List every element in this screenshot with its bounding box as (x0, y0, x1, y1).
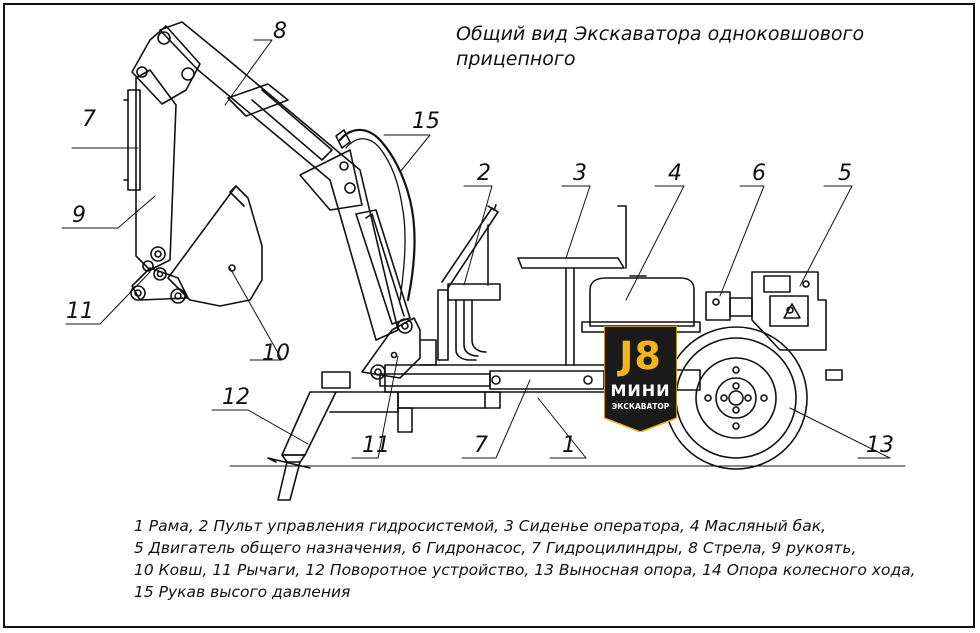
lift-cylinder (355, 209, 411, 325)
legend-line-1: 1 Рама, 2 Пульт управления гидросистемой… (134, 517, 827, 535)
callout-2: 2 (477, 161, 491, 186)
boom (131, 21, 399, 341)
leader-lines (61, 39, 891, 459)
dipper-stick (123, 69, 177, 271)
legend-line-2: 5 Двигатель общего назначения, 6 Гидрона… (134, 539, 857, 557)
oil-tank (581, 275, 701, 333)
callout-8: 8 (273, 19, 287, 44)
callout-7-bottom: 7 (474, 433, 488, 458)
j8-mini-excavator-logo: J8 МИНИ ЭКСКАВАТОР (604, 326, 677, 432)
logo-brand: J8 (619, 334, 662, 378)
legend-line-4: 15 Рукав высого давления (134, 583, 351, 601)
bottom-cylinder (379, 370, 605, 390)
bucket-levers (130, 260, 189, 304)
parts-legend: 1 Рама, 2 Пульт управления гидросистемой… (134, 515, 954, 603)
callout-3: 3 (573, 161, 587, 186)
legend-line-3: 10 Ковш, 11 Рычаги, 12 Поворотное устрой… (134, 561, 916, 579)
control-panel (437, 204, 501, 361)
callout-10: 10 (262, 341, 290, 366)
wheel (664, 326, 808, 470)
engine (751, 271, 843, 381)
callout-11: 11 (66, 299, 94, 324)
logo-line-mini: МИНИ (610, 381, 671, 400)
hydraulic-pump (705, 291, 753, 321)
callout-7-top: 7 (82, 107, 96, 132)
drawing-title-line-1: Общий вид Экскаватора одноковшового (456, 23, 865, 45)
logo-line-excavator: ЭКСКАВАТОР (611, 402, 670, 411)
high-pressure-hose (335, 128, 416, 302)
bucket (167, 185, 263, 307)
callout-14: 13 (866, 433, 894, 458)
drawing-frame (3, 3, 975, 628)
callout-13: 12 (222, 385, 250, 410)
callout-12: 11 (362, 433, 390, 458)
callout-1: 1 (562, 433, 576, 458)
outrigger-support (267, 371, 399, 501)
callout-6: 6 (752, 161, 766, 186)
callout-4: 4 (668, 161, 682, 186)
callout-5: 5 (838, 161, 852, 186)
drawing-title-line-2: прицепного (456, 48, 576, 70)
boom-cylinder (227, 83, 333, 161)
callout-9: 9 (72, 203, 86, 228)
operator-seat (517, 205, 627, 366)
drawing-title: Общий вид Экскаватора одноковшового приц… (456, 22, 926, 72)
callout-15: 15 (412, 109, 440, 134)
